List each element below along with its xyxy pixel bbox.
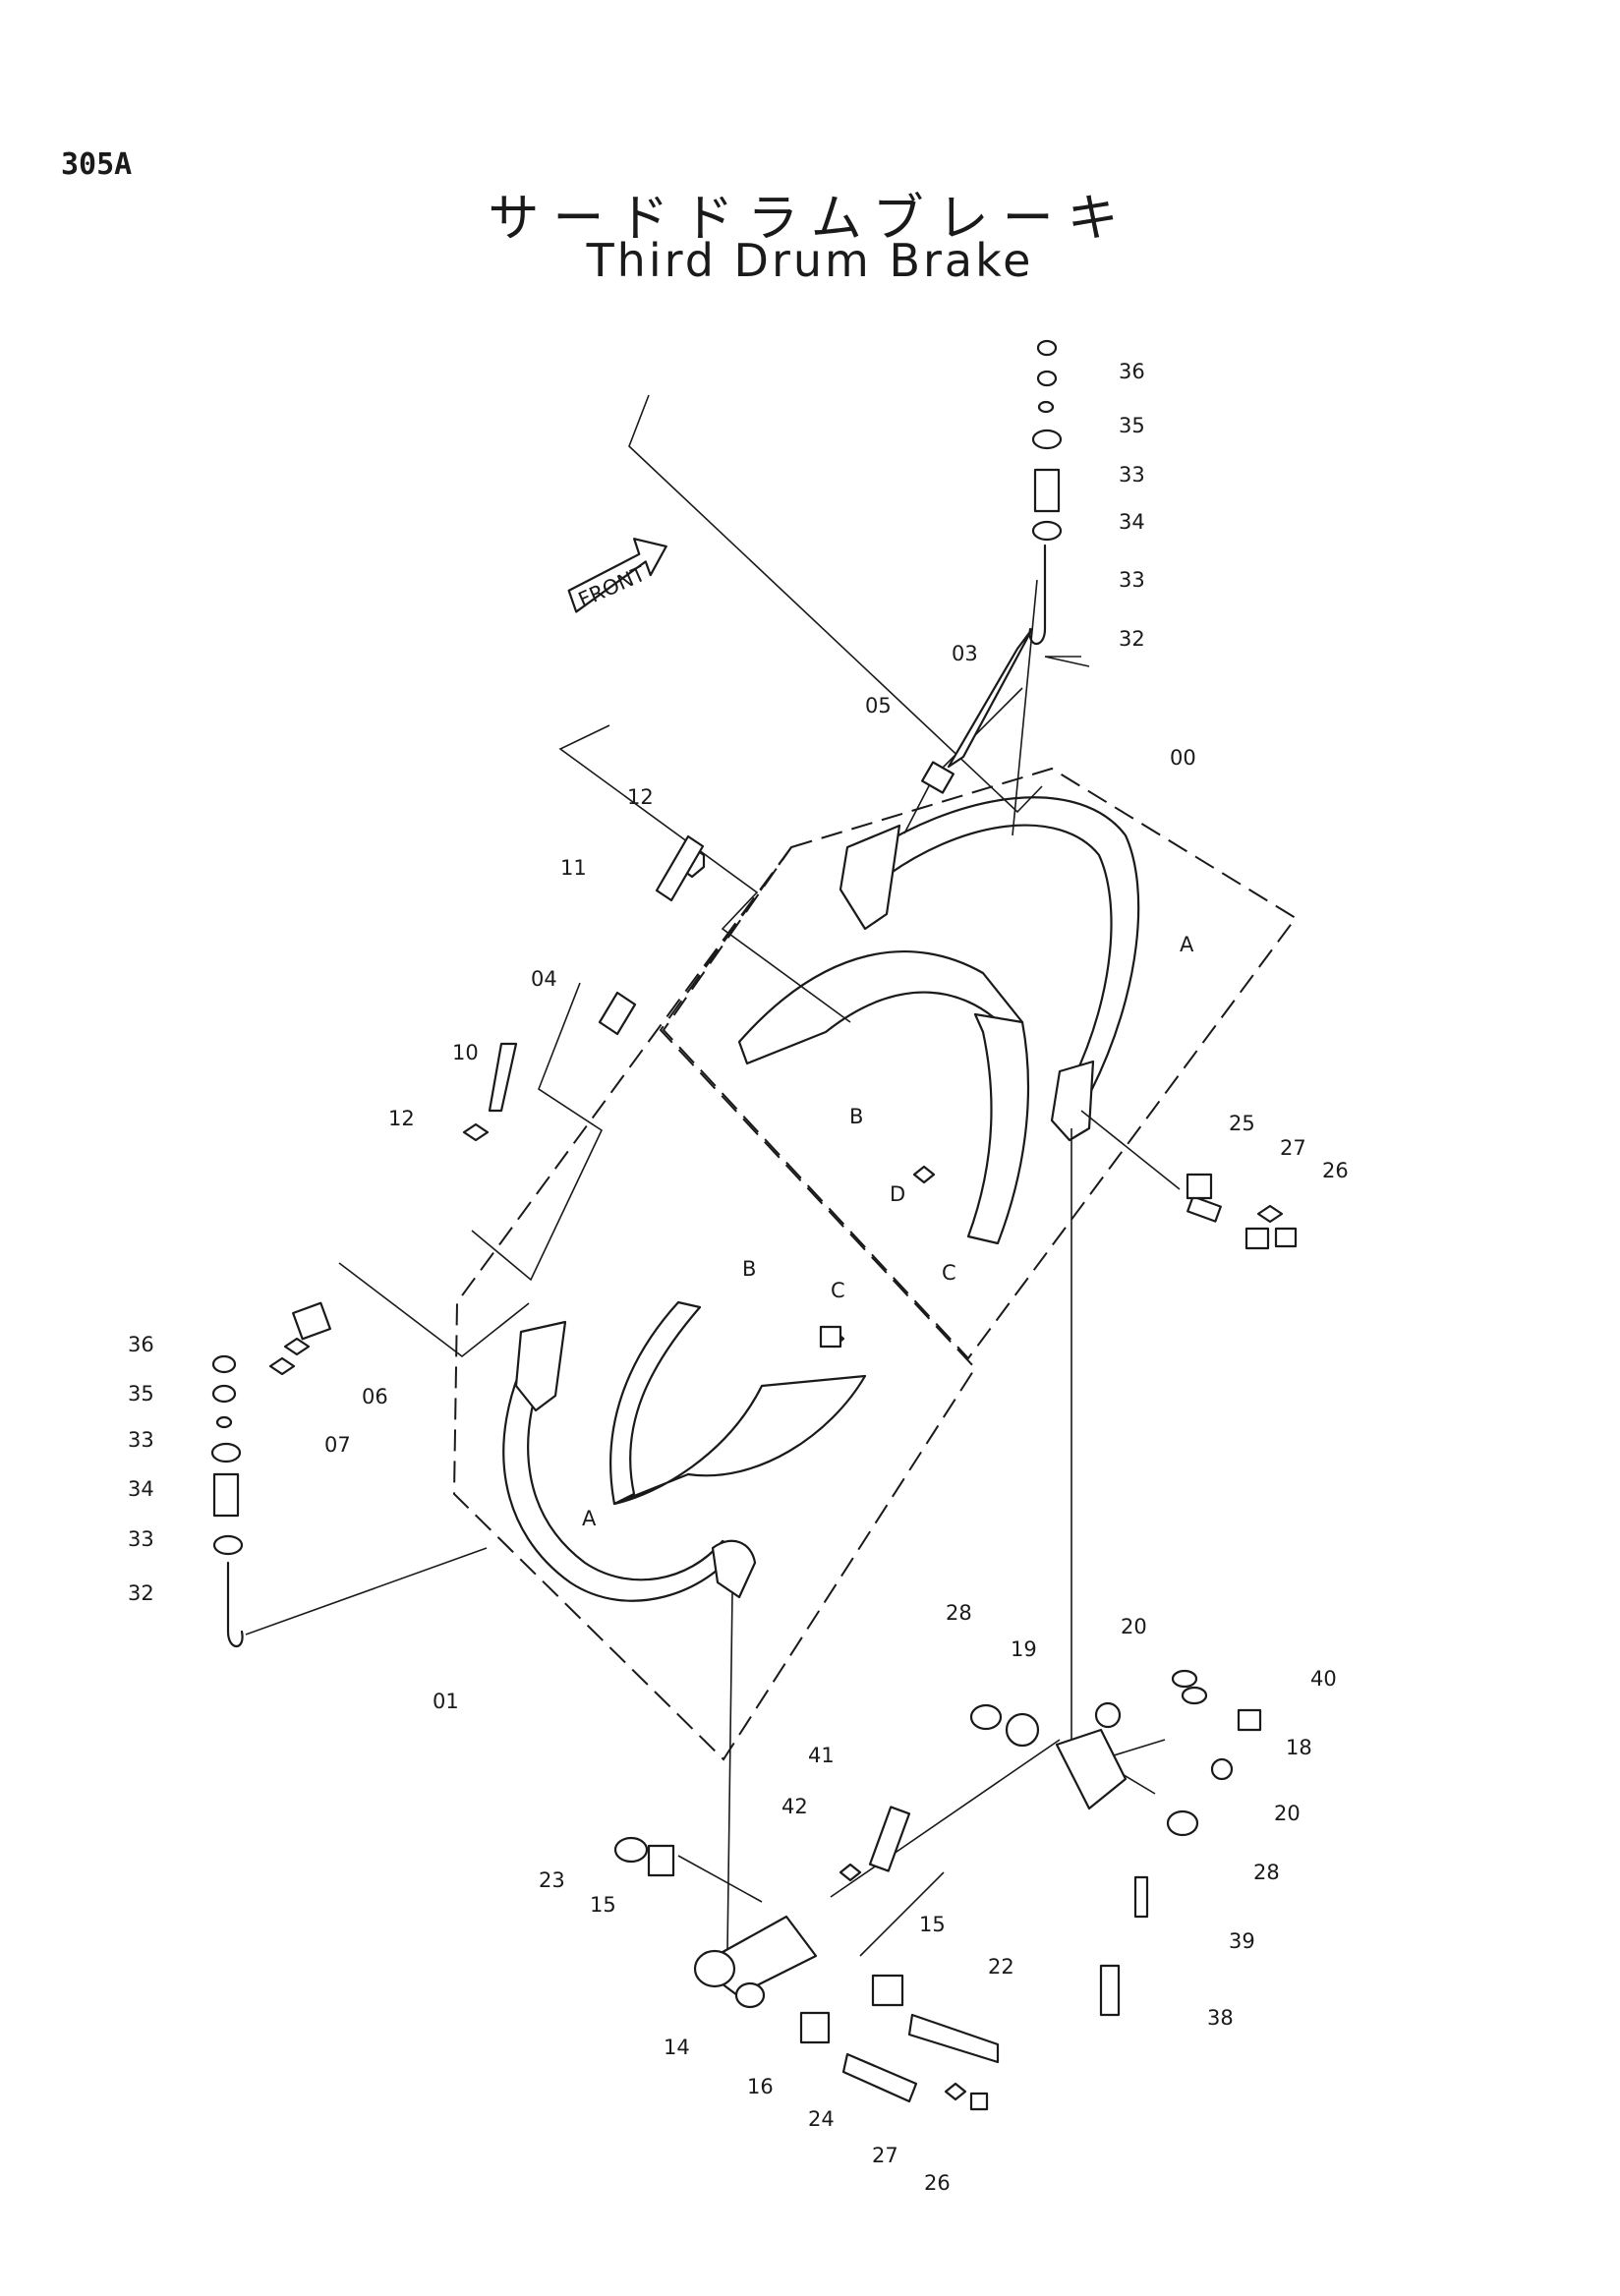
callout-12-lower: 12 [388, 1107, 415, 1130]
callout-a-upper: A [1180, 933, 1194, 956]
callout-26-upper: 26 [1322, 1159, 1349, 1182]
callout-06: 06 [362, 1385, 388, 1408]
callout-20-right: 20 [1274, 1802, 1301, 1825]
assembly-00-boundary [662, 767, 1298, 1360]
callout-a-lower: A [582, 1507, 597, 1530]
callout-22: 22 [988, 1955, 1014, 1979]
callout-b-upper: B [849, 1105, 863, 1128]
callout-c-upper: C [942, 1261, 956, 1285]
callout-20-top: 20 [1121, 1615, 1147, 1638]
callout-c-lower: C [831, 1279, 845, 1302]
callout-33-upper-a: 33 [1119, 463, 1145, 487]
callout-42: 42 [781, 1795, 808, 1818]
callout-04: 04 [531, 967, 557, 991]
callout-39: 39 [1229, 1929, 1255, 1953]
callout-27-lower: 27 [872, 2144, 898, 2167]
callout-05: 05 [865, 694, 892, 718]
lower-spring-stack [210, 1354, 244, 1648]
callout-33-lower-b: 33 [128, 1527, 154, 1551]
callout-00: 00 [1170, 746, 1196, 770]
callout-26-lower: 26 [924, 2171, 951, 2195]
callout-b-lower: B [742, 1257, 756, 1281]
small-parts [268, 627, 1298, 2111]
callout-18: 18 [1286, 1736, 1312, 1759]
callout-14: 14 [664, 2036, 690, 2059]
callout-07: 07 [324, 1433, 351, 1457]
callout-19: 19 [1011, 1637, 1037, 1661]
callout-33-lower-a: 33 [128, 1428, 154, 1452]
front-direction-arrow: FRONT [567, 538, 667, 613]
callout-33-upper-b: 33 [1119, 568, 1145, 592]
callout-27-upper: 27 [1280, 1136, 1306, 1160]
callout-40: 40 [1310, 1667, 1337, 1691]
callout-34-upper: 34 [1119, 510, 1145, 534]
callout-25: 25 [1229, 1112, 1255, 1135]
callout-36-upper: 36 [1119, 360, 1145, 383]
callout-35-lower: 35 [128, 1382, 154, 1406]
callout-32-lower: 32 [128, 1581, 154, 1605]
callout-38: 38 [1207, 2006, 1234, 2030]
title-japanese: サードドラムブレーキ [488, 190, 1132, 249]
lower-brake-band [502, 1300, 867, 1602]
callout-32-upper: 32 [1119, 627, 1145, 651]
callout-labels: 36 35 33 34 33 32 03 05 00 12 11 A 04 10… [128, 360, 1349, 2195]
callout-11: 11 [560, 856, 587, 880]
callout-24: 24 [808, 2107, 835, 2131]
callout-15-right: 15 [919, 1913, 946, 1936]
callout-03: 03 [952, 642, 978, 665]
callout-23: 23 [539, 1868, 565, 1892]
callout-36-lower: 36 [128, 1333, 154, 1356]
page-number: 305A [61, 147, 133, 182]
callout-35-upper: 35 [1119, 414, 1145, 437]
callout-15-left: 15 [590, 1893, 616, 1917]
callout-34-lower: 34 [128, 1477, 154, 1501]
callout-10: 10 [452, 1041, 479, 1064]
callout-28-right: 28 [1253, 1861, 1280, 1884]
callout-28-left: 28 [946, 1601, 972, 1625]
leader-lines [245, 394, 1181, 1957]
upper-spring-stack [1028, 339, 1063, 646]
callout-d: D [890, 1182, 905, 1206]
callout-01: 01 [433, 1690, 459, 1713]
title-english: Third Drum Brake [586, 234, 1034, 287]
upper-brake-band [737, 796, 1140, 1245]
callout-16: 16 [747, 2075, 774, 2098]
callout-12-upper: 12 [627, 785, 654, 809]
assembly-01-boundary [452, 846, 977, 1761]
callout-41: 41 [808, 1744, 835, 1767]
